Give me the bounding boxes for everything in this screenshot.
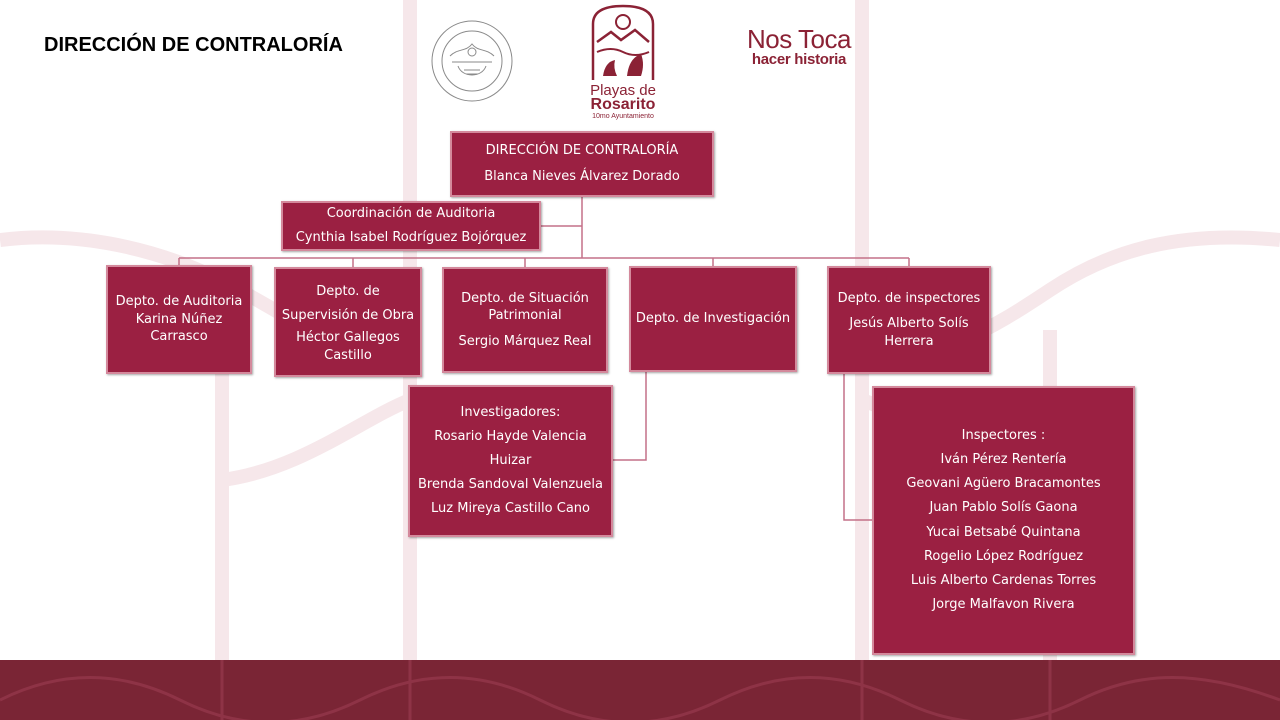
investigator-item: Rosario Hayde Valencia Huizar [434, 428, 587, 468]
footer-band [0, 660, 1280, 720]
inspector-item: Geovani Agüero Bracamontes [906, 476, 1101, 492]
dept-supervision-name: Héctor Gallegos Castillo [296, 330, 400, 363]
dept-auditoria-name: Karina Núñez Carrasco [135, 311, 223, 345]
director-box: DIRECCIÓN DE CONTRALORÍA Blanca Nieves Á… [450, 131, 714, 197]
logo-line3: 10mo Ayuntamiento [592, 113, 654, 120]
connector-inspectors [843, 374, 874, 521]
connector-investigators [612, 372, 647, 461]
coordination-title: Coordinación de Auditoria [326, 206, 496, 222]
inspector-item: Luis Alberto Cardenas Torres [910, 572, 1097, 588]
dept-patrimonial-name: Sergio Márquez Real [458, 333, 592, 349]
dept-inspectores-box: Depto. de inspectores Jesús Alberto Solí… [827, 266, 991, 374]
dept-investigacion-title: Depto. de Investigación [635, 311, 791, 327]
dept-auditoria-box: Depto. de Auditoria Karina Núñez Carrasc… [106, 265, 252, 374]
slogan-line1: Nos Toca [747, 24, 851, 54]
dept-investigacion-box: Depto. de Investigación [629, 266, 797, 372]
dept-supervision-box: Depto. de Supervisión de Obra Héctor Gal… [274, 267, 422, 377]
logo-line2: Rosarito [590, 96, 656, 113]
city-seal-logo [431, 20, 513, 102]
logo-line1: Playas de [590, 82, 656, 99]
playas-de-rosarito-logo: Playas de Rosarito 10mo Ayuntamiento [583, 2, 663, 122]
dept-inspectores-name: Jesús Alberto Solís Herrera [849, 316, 969, 349]
inspector-item: Jorge Malfavon Rivera [932, 596, 1075, 612]
page-title: DIRECCIÓN DE CONTRALORÍA [44, 34, 343, 56]
inspector-item: Juan Pablo Solís Gaona [929, 500, 1078, 516]
investigator-item: Luz Mireya Castillo Cano [431, 501, 590, 517]
inspectors-title: Inspectores : [961, 428, 1046, 444]
dept-supervision-title: Depto. de Supervisión de Obra [281, 283, 415, 324]
slogan-logo: Nos Toca hacer historia [734, 26, 864, 74]
inspector-item: Yucai Betsabé Quintana [926, 524, 1081, 540]
inspector-item: Iván Pérez Rentería [940, 452, 1067, 468]
coordination-name: Cynthia Isabel Rodríguez Bojórquez [295, 230, 527, 245]
investigators-box: Investigadores: Rosario Hayde Valencia H… [408, 385, 613, 537]
investigators-title: Investigadores: [460, 404, 561, 420]
dept-patrimonial-box: Depto. de Situación Patrimonial Sergio M… [442, 267, 608, 373]
inspector-item: Rogelio López Rodríguez [923, 548, 1084, 564]
inspectors-box: Inspectores : Iván Pérez Rentería Geovan… [872, 386, 1135, 655]
dept-inspectores-title: Depto. de inspectores [837, 290, 981, 306]
coordination-box: Coordinación de Auditoria Cynthia Isabel… [281, 201, 541, 251]
dept-auditoria-title: Depto. de Auditoria [115, 294, 243, 310]
slogan-line2: hacer historia [751, 51, 847, 68]
footer-pattern [0, 660, 1280, 720]
director-name: Blanca Nieves Álvarez Dorado [484, 169, 680, 184]
dept-patrimonial-title: Depto. de Situación Patrimonial [461, 290, 589, 324]
director-title: DIRECCIÓN DE CONTRALORÍA [485, 143, 679, 159]
rosarito-emblem-icon [591, 4, 655, 80]
investigator-item: Brenda Sandoval Valenzuela [418, 477, 603, 493]
